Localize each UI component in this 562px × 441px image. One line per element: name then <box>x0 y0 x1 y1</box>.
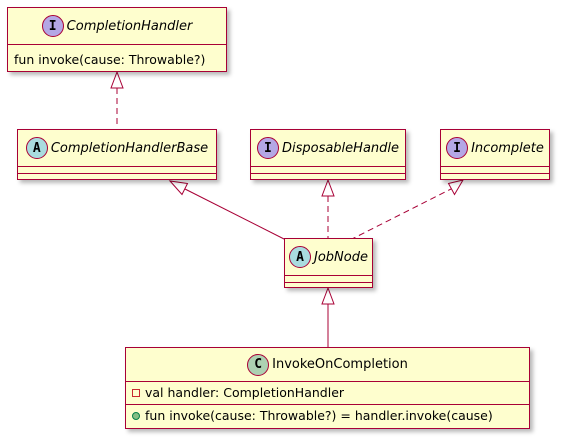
interface-stereotype-icon: I <box>41 15 64 37</box>
class-name: DisposableHandle <box>281 140 400 156</box>
edge-jobnode-implements-incomplete <box>349 188 452 241</box>
class-header: A CompletionHandlerBase <box>18 130 216 167</box>
compartment-divider <box>18 173 216 174</box>
generalization-arrowhead <box>321 286 335 305</box>
class-header: I Incomplete <box>441 130 549 167</box>
abstract-stereotype-icon: A <box>289 246 312 268</box>
interface-stereotype-icon: I <box>446 137 469 159</box>
method-text: fun invoke(cause: Throwable?) = handler.… <box>145 408 493 423</box>
class-name: Incomplete <box>471 140 544 156</box>
completionhandlerbase-class: A CompletionHandlerBase <box>17 129 217 180</box>
incomplete-class: I Incomplete <box>440 129 550 180</box>
completionhandler-class: I CompletionHandler fun invoke(cause: Th… <box>7 7 227 72</box>
public-visibility-icon <box>132 411 140 420</box>
generalization-arrowhead <box>168 180 189 196</box>
class-header: I DisposableHandle <box>251 130 405 167</box>
compartment-divider <box>126 404 529 405</box>
compartment-divider <box>441 173 549 174</box>
method: fun invoke(cause: Throwable?) <box>14 52 205 67</box>
method-text: fun invoke(cause: Throwable?) <box>14 52 206 67</box>
class-header: C InvokeOnCompletion <box>126 348 529 382</box>
interface-stereotype-icon: I <box>256 137 279 159</box>
class-name: CompletionHandlerBase <box>50 140 209 156</box>
jobnode-class: A JobNode <box>284 238 373 288</box>
field: val handler: CompletionHandler <box>132 385 344 400</box>
realization-arrowhead <box>110 70 124 89</box>
class-header: A JobNode <box>285 239 372 276</box>
realization-arrowhead <box>321 178 335 197</box>
compartment-divider <box>251 173 405 174</box>
invokeoncompletion-class: C InvokeOnCompletion val handler: Comple… <box>125 347 530 429</box>
class-name: CompletionHandler <box>66 18 193 34</box>
compartment-divider <box>285 282 372 283</box>
field-text: val handler: CompletionHandler <box>145 385 345 400</box>
method: fun invoke(cause: Throwable?) = handler.… <box>132 408 493 423</box>
class-stereotype-icon: C <box>247 353 270 376</box>
class-header: I CompletionHandler <box>8 8 226 45</box>
edge-jobnode-extends-completionhandlerbase <box>184 188 287 241</box>
abstract-stereotype-icon: A <box>25 137 48 159</box>
class-name: InvokeOnCompletion <box>272 357 408 372</box>
disposablehandle-class: I DisposableHandle <box>250 129 406 180</box>
private-visibility-icon <box>132 388 140 397</box>
class-name: JobNode <box>314 249 368 265</box>
realization-arrowhead <box>447 179 465 196</box>
